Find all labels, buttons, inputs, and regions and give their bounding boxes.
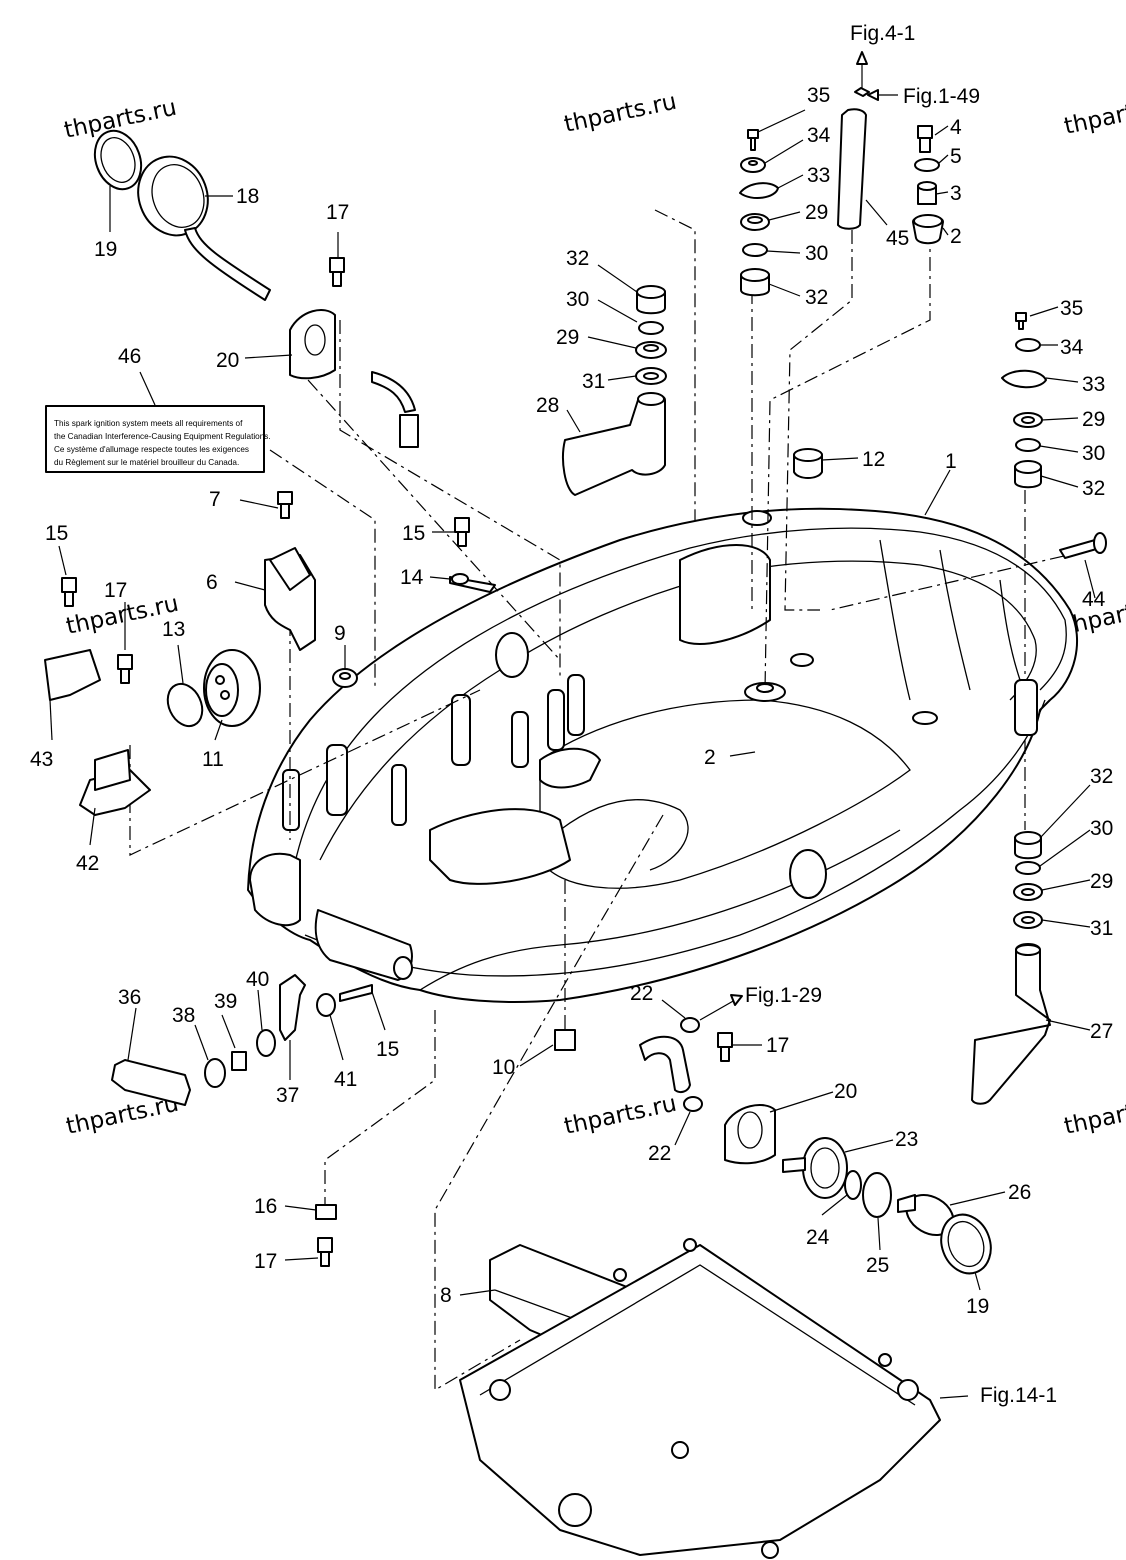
callout-19: 19 bbox=[94, 238, 117, 261]
callout-30: 30 bbox=[566, 288, 589, 311]
alignment-lines bbox=[129, 209, 1091, 1392]
label-46-line-4: du Règlement sur le matériel brouilleur … bbox=[54, 458, 239, 467]
callout-23: 23 bbox=[895, 1128, 918, 1151]
callout-13: 13 bbox=[162, 618, 185, 641]
callout-24: 24 bbox=[806, 1226, 830, 1249]
callout-32: 32 bbox=[1090, 765, 1113, 788]
leader-lines bbox=[49, 51, 1096, 1399]
callout-38: 38 bbox=[172, 1004, 195, 1027]
callout-2: 2 bbox=[950, 225, 962, 248]
callout-numbers: 19 18 17 20 46 7 6 15 17 13 11 43 42 9 1… bbox=[30, 84, 1113, 1318]
callout-17: 17 bbox=[254, 1250, 277, 1273]
callout-19: 19 bbox=[966, 1295, 989, 1318]
callout-1: 1 bbox=[945, 450, 957, 473]
callout-34: 34 bbox=[807, 124, 831, 147]
callout-34: 34 bbox=[1060, 336, 1084, 359]
callout-36: 36 bbox=[118, 986, 141, 1009]
label-46-line-1: This spark ignition system meets all req… bbox=[54, 419, 243, 428]
callout-25: 25 bbox=[866, 1254, 889, 1277]
callout-32: 32 bbox=[1082, 477, 1105, 500]
lever-27-group bbox=[971, 312, 1051, 1105]
callout-31: 31 bbox=[582, 370, 605, 393]
bottom-cowling bbox=[247, 507, 1078, 1003]
callout-20: 20 bbox=[216, 349, 239, 372]
callout-4: 4 bbox=[950, 116, 962, 139]
callout-7: 7 bbox=[209, 488, 221, 511]
callout-43: 43 bbox=[30, 748, 53, 771]
callout-30: 30 bbox=[1082, 442, 1105, 465]
callout-9: 9 bbox=[334, 622, 346, 645]
callout-15: 15 bbox=[45, 522, 68, 545]
bottom-parts bbox=[111, 974, 992, 1559]
callout-32: 32 bbox=[805, 286, 828, 309]
label-46-sticker bbox=[45, 405, 265, 473]
callout-2: 2 bbox=[704, 746, 716, 769]
callout-40: 40 bbox=[246, 968, 269, 991]
callout-28: 28 bbox=[536, 394, 559, 417]
callout-45: 45 bbox=[886, 227, 909, 250]
callout-11: 11 bbox=[202, 748, 224, 771]
callout-46: 46 bbox=[118, 345, 141, 368]
ref-fig-14-1[interactable]: Fig.14-1 bbox=[980, 1384, 1057, 1407]
callout-26: 26 bbox=[1008, 1181, 1031, 1204]
callout-5: 5 bbox=[950, 145, 962, 168]
watermark: thparts.ru bbox=[1062, 1091, 1126, 1140]
callout-17: 17 bbox=[104, 579, 127, 602]
lever-28-group bbox=[562, 285, 667, 496]
callout-42: 42 bbox=[76, 852, 99, 875]
label-46-line-2: the Canadian Interference-Causing Equipm… bbox=[54, 432, 271, 441]
hose-and-grommet-parts bbox=[739, 87, 944, 297]
callout-41: 41 bbox=[334, 1068, 357, 1091]
callout-33: 33 bbox=[807, 164, 830, 187]
left-side-parts: This spark ignition system meets all req… bbox=[44, 129, 496, 816]
ref-fig-1-29[interactable]: Fig.1-29 bbox=[745, 984, 822, 1007]
callout-35: 35 bbox=[807, 84, 830, 107]
callout-17: 17 bbox=[326, 201, 349, 224]
callout-37: 37 bbox=[276, 1084, 299, 1107]
callout-39: 39 bbox=[214, 990, 237, 1013]
callout-10: 10 bbox=[492, 1056, 515, 1079]
callout-18: 18 bbox=[236, 185, 259, 208]
callout-32: 32 bbox=[566, 247, 589, 270]
callout-27: 27 bbox=[1090, 1020, 1113, 1043]
callout-15: 15 bbox=[376, 1038, 399, 1061]
watermark: thparts.ru bbox=[562, 1091, 679, 1140]
callout-29: 29 bbox=[1082, 408, 1105, 431]
label-46-line-3: Ce système d'allumage respecte toutes le… bbox=[54, 445, 249, 454]
ref-fig-4-1[interactable]: Fig.4-1 bbox=[850, 22, 915, 45]
callout-29: 29 bbox=[805, 201, 828, 224]
callout-14: 14 bbox=[400, 566, 424, 589]
callout-30: 30 bbox=[1090, 817, 1113, 840]
callout-33: 33 bbox=[1082, 373, 1105, 396]
callout-35: 35 bbox=[1060, 297, 1083, 320]
callout-17: 17 bbox=[766, 1034, 789, 1057]
callout-44: 44 bbox=[1082, 588, 1106, 611]
callout-3: 3 bbox=[950, 182, 962, 205]
callout-22: 22 bbox=[648, 1142, 671, 1165]
callout-8: 8 bbox=[440, 1284, 452, 1307]
figure-references: Fig.4-1 Fig.1-49 Fig.1-29 Fig.14-1 bbox=[745, 22, 1057, 1407]
callout-15: 15 bbox=[402, 522, 425, 545]
callout-22: 22 bbox=[630, 982, 653, 1005]
callout-12: 12 bbox=[862, 448, 885, 471]
callout-20: 20 bbox=[834, 1080, 857, 1103]
callout-30: 30 bbox=[805, 242, 828, 265]
callout-29: 29 bbox=[1090, 870, 1113, 893]
callout-6: 6 bbox=[206, 571, 218, 594]
callout-16: 16 bbox=[254, 1195, 277, 1218]
callout-29: 29 bbox=[556, 326, 579, 349]
ref-fig-1-49[interactable]: Fig.1-49 bbox=[903, 85, 980, 108]
pin-and-grommet bbox=[793, 448, 1107, 559]
watermark: thparts.ru bbox=[1062, 91, 1126, 140]
watermark: thparts.ru bbox=[562, 89, 679, 138]
callout-31: 31 bbox=[1090, 917, 1113, 940]
